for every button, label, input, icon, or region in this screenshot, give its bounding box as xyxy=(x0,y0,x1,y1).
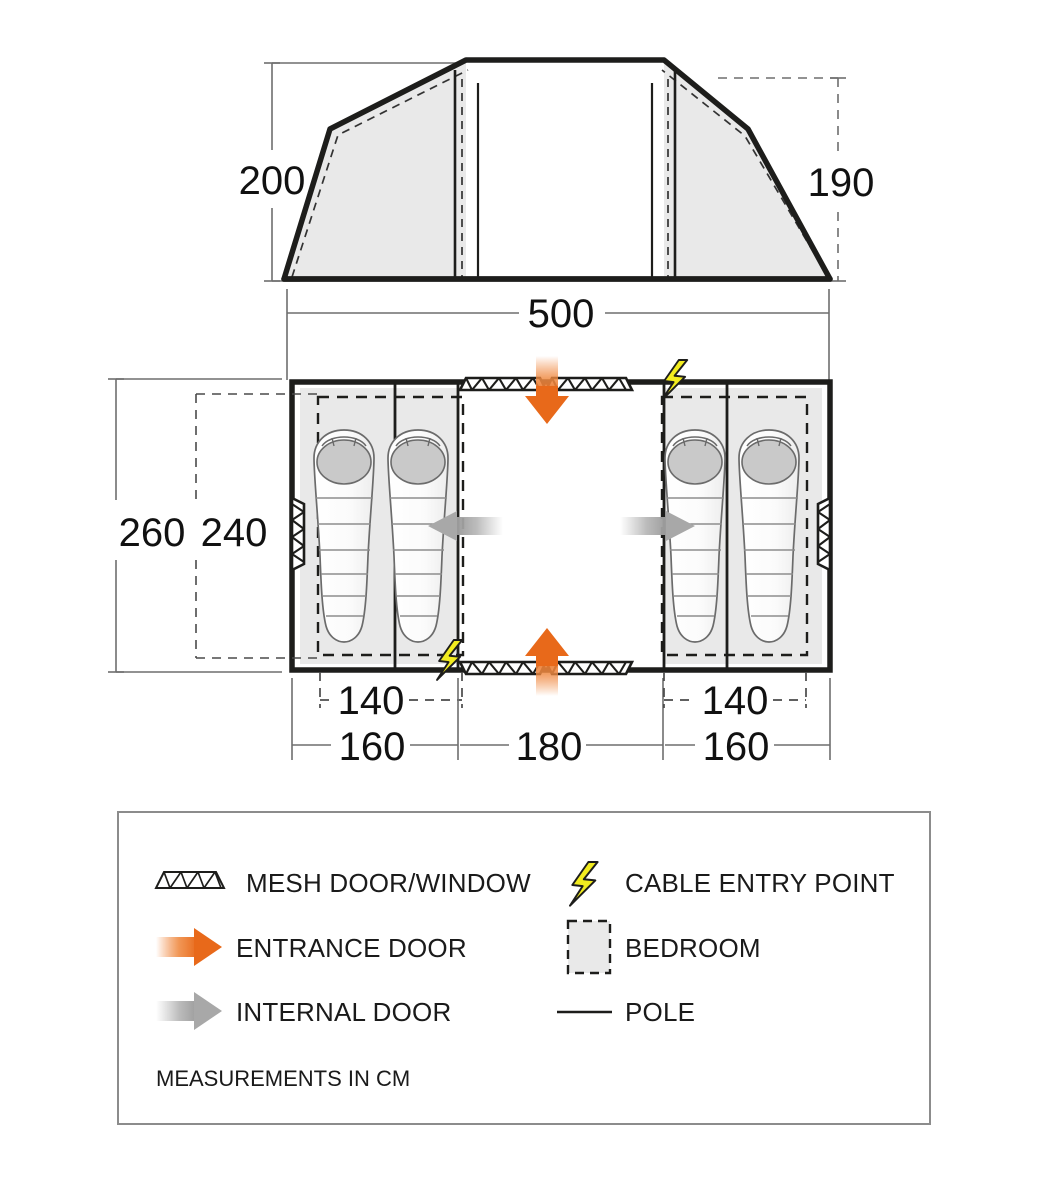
dimension-label-160-left: 160 xyxy=(339,725,406,769)
mesh-panel-bottom-right xyxy=(543,660,635,676)
mesh-window-left xyxy=(290,495,306,573)
mesh-window-right xyxy=(816,495,832,573)
mesh-panel-top-right xyxy=(543,376,635,392)
dimension-label-260: 260 xyxy=(119,511,186,555)
elevation-view xyxy=(264,57,846,380)
sleeping-bag-1 xyxy=(313,429,375,643)
dimension-140-left xyxy=(319,672,463,708)
legend-label-mesh-door-window: MESH DOOR/WINDOW xyxy=(246,868,531,898)
tent-inner-vertical-dashes xyxy=(461,79,669,278)
legend-measurements-note: MEASUREMENTS IN CM xyxy=(156,1066,410,1091)
sleeping-bag-3 xyxy=(664,429,726,643)
legend-label-internal-door: INTERNAL DOOR xyxy=(236,997,451,1027)
dimension-label-180-centre: 180 xyxy=(516,725,583,769)
legend-icon-mesh-door-window xyxy=(154,871,226,889)
legend-icon-entrance-door xyxy=(156,928,222,966)
dimension-label-190: 190 xyxy=(808,161,875,205)
dimension-label-500: 500 xyxy=(528,292,595,336)
dimension-180-centre xyxy=(460,678,664,760)
tent-center-panel xyxy=(466,62,664,279)
legend-label-cable-entry-point: CABLE ENTRY POINT xyxy=(625,868,895,898)
dimension-140-right xyxy=(663,672,807,708)
internal-door-arrow-left xyxy=(428,511,503,541)
dimension-label-140-left: 140 xyxy=(338,679,405,723)
dimension-500 xyxy=(286,289,830,380)
entrance-door-arrow-bottom xyxy=(525,628,569,696)
dimension-label-240: 240 xyxy=(201,511,268,555)
tent-panel-dividers xyxy=(453,70,677,279)
dimension-240 xyxy=(195,393,322,659)
legend-panel: MESH DOOR/WINDOW CABLE ENTRY POINT ENTRA… xyxy=(117,811,931,1125)
dimension-160-left xyxy=(291,678,459,760)
tent-pole-lines xyxy=(476,83,654,278)
cable-entry-point-top-right xyxy=(661,359,689,401)
legend-border xyxy=(117,811,931,1125)
legend-icon-bedroom xyxy=(566,919,612,975)
dimension-label-140-right: 140 xyxy=(702,679,769,723)
cable-entry-point-bottom-left xyxy=(436,639,464,681)
sleeping-bag-2 xyxy=(387,429,449,643)
dimension-label-200: 200 xyxy=(239,159,306,203)
dimension-260 xyxy=(108,378,282,673)
internal-door-arrow-right xyxy=(620,511,695,541)
mesh-panel-top-left xyxy=(457,376,549,392)
legend-icon-internal-door xyxy=(156,992,222,1030)
legend-label-pole: POLE xyxy=(625,997,695,1027)
tent-right-panel-shade xyxy=(664,62,828,279)
dimension-190 xyxy=(718,77,839,281)
right-bedroom-outline xyxy=(660,395,809,657)
mesh-panel-bottom-left xyxy=(457,660,549,676)
sleeping-bag-4 xyxy=(738,429,800,643)
dimension-160-right xyxy=(665,678,831,760)
tent-left-panel-shade xyxy=(286,62,466,279)
dimension-190-ticks xyxy=(830,77,846,282)
legend-icon-cable-entry-point xyxy=(569,861,599,907)
legend-label-bedroom: BEDROOM xyxy=(625,933,761,963)
tent-inner-seam-lines xyxy=(291,69,829,278)
floorplan-view xyxy=(108,356,833,760)
entrance-door-arrow-top xyxy=(525,356,569,424)
dimension-label-160-right: 160 xyxy=(703,725,770,769)
legend-label-entrance-door: ENTRANCE DOOR xyxy=(236,933,467,963)
